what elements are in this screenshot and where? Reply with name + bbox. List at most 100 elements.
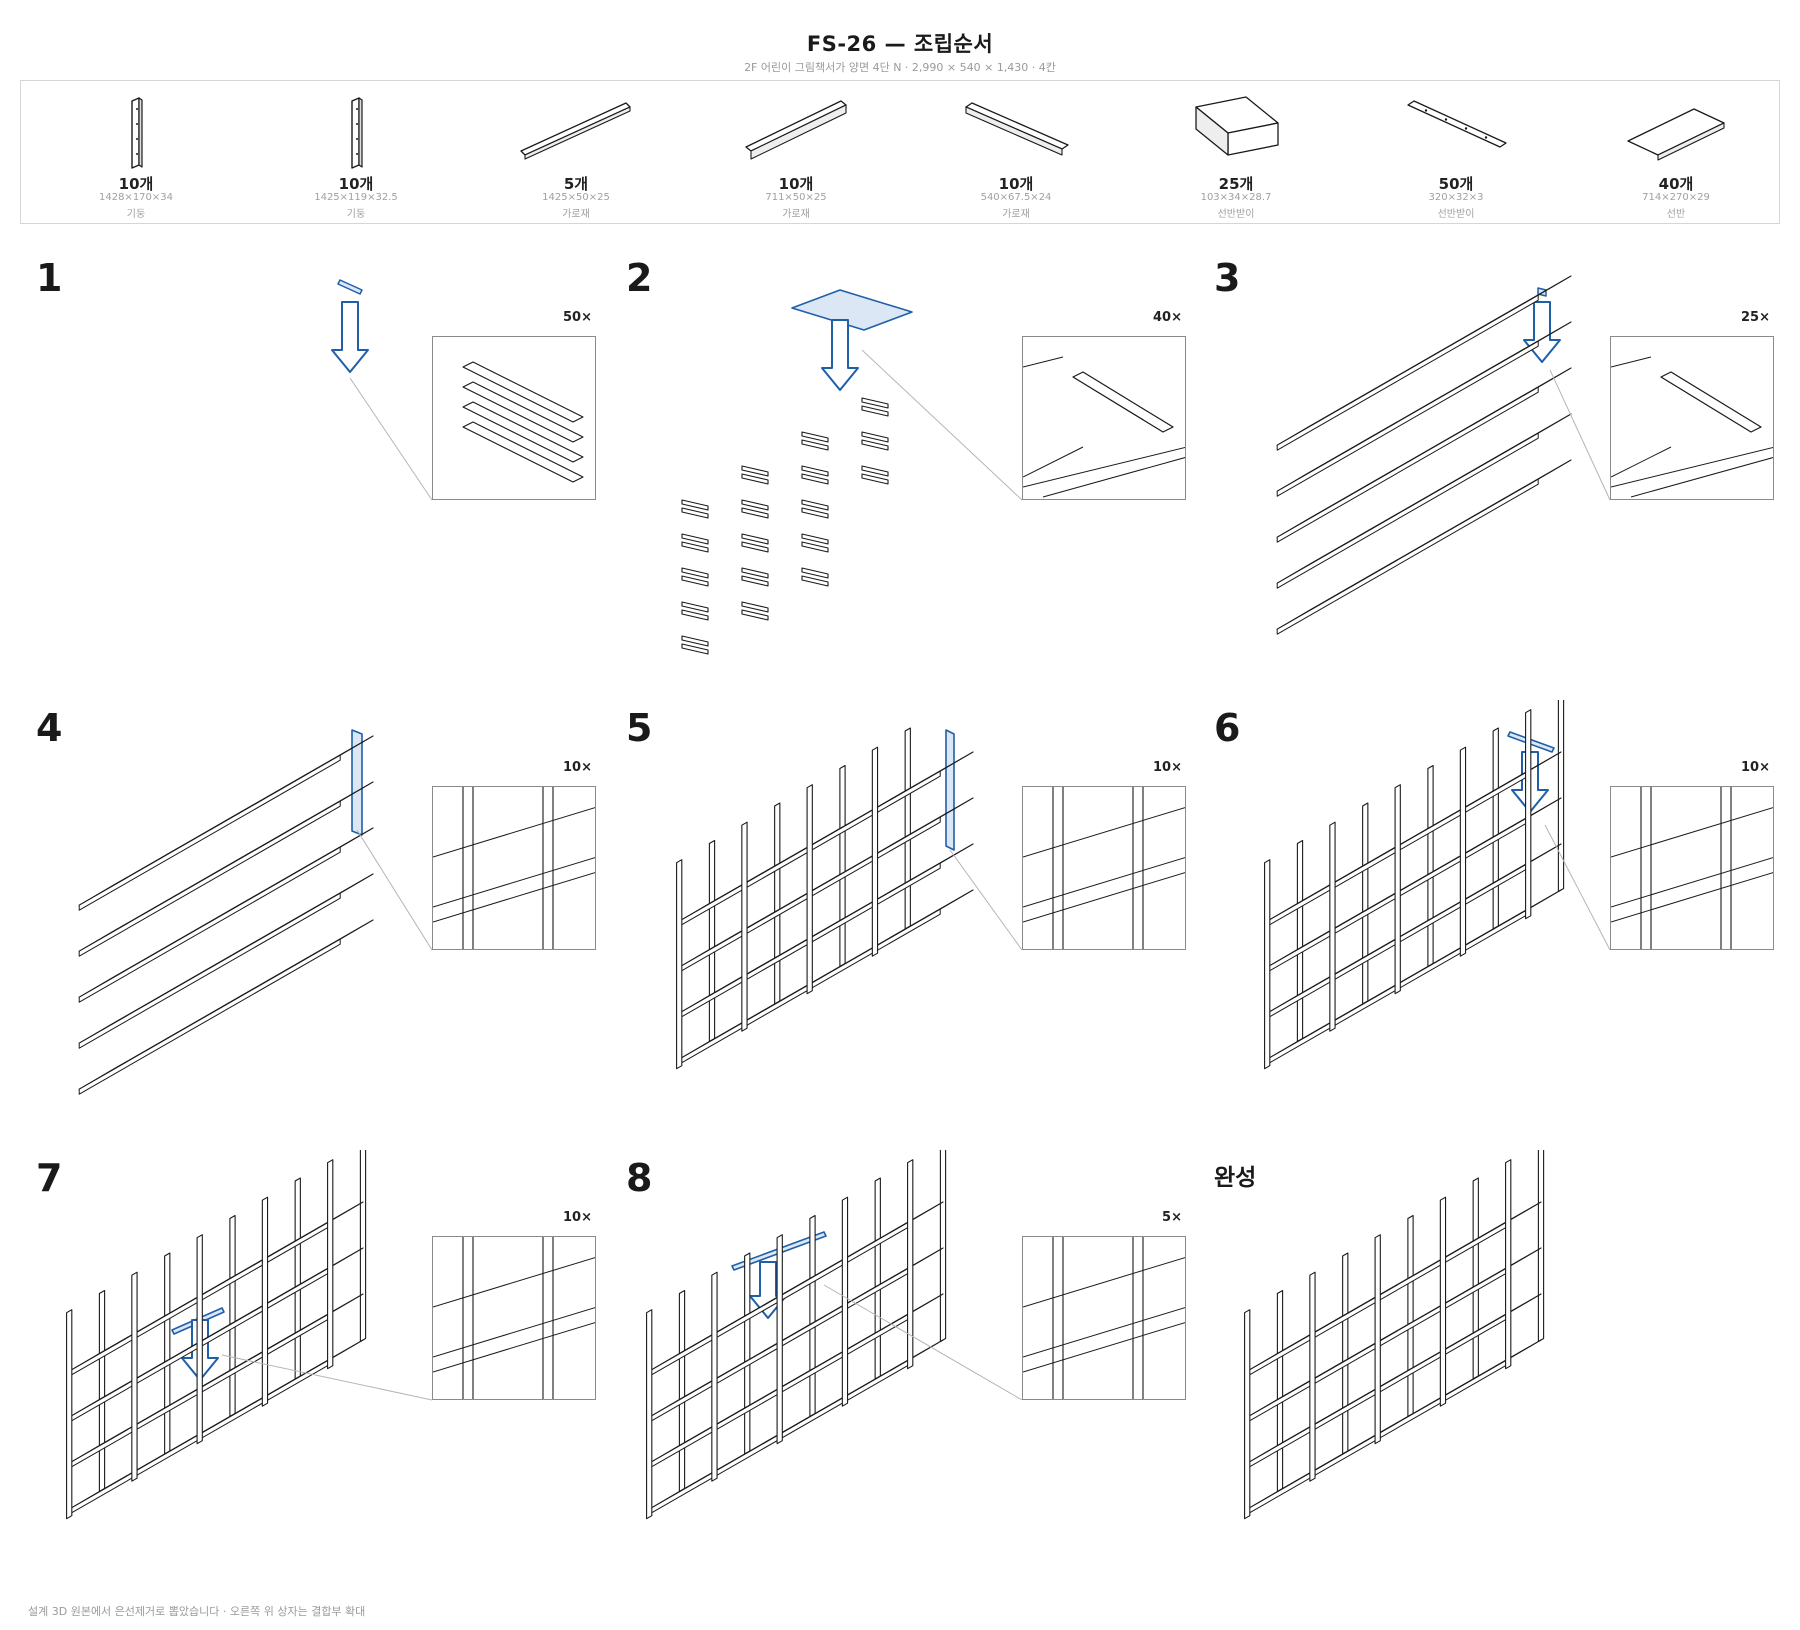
rail-side	[524, 106, 631, 160]
plate-pair	[741, 473, 769, 485]
step-number: 4	[36, 706, 63, 750]
edge	[1023, 356, 1064, 368]
front-post	[871, 746, 879, 957]
step-number: 3	[1214, 256, 1241, 300]
detail-drawing	[462, 361, 584, 483]
board-seam	[209, 856, 243, 877]
board-seam	[1472, 451, 1506, 472]
front-post	[1394, 784, 1401, 995]
board-seam	[144, 986, 178, 1007]
plate-pair	[801, 431, 829, 443]
board-seam	[1332, 956, 1366, 977]
board-seam	[844, 1239, 878, 1260]
hole	[1444, 118, 1448, 121]
board-seam	[779, 1322, 813, 1343]
edge	[433, 1322, 595, 1373]
down-arrow-icon	[331, 301, 369, 373]
board-seam	[264, 1377, 298, 1398]
board-seam	[274, 865, 308, 886]
detail-zoom-box	[432, 786, 596, 950]
detail-count: 40×	[1153, 310, 1182, 325]
assembly-drawing	[681, 289, 1023, 655]
front-post	[66, 1309, 73, 1520]
post-highlight	[945, 729, 955, 851]
board-seam	[264, 1331, 298, 1352]
front-post	[131, 1271, 138, 1482]
plate-pair	[801, 541, 829, 553]
plate-pair	[801, 473, 829, 485]
shelf-edge	[1276, 386, 1539, 543]
board-seam	[1407, 534, 1441, 555]
detail-zoom-box	[432, 336, 596, 500]
post-face	[351, 97, 360, 169]
step-number: 2	[626, 256, 653, 300]
edge	[1611, 872, 1773, 923]
back-post	[874, 1177, 881, 1380]
board-seam	[1407, 488, 1441, 509]
plate-highlight	[337, 279, 363, 295]
front-post	[841, 1196, 849, 1407]
edge	[1023, 1322, 1185, 1373]
board-seam	[1462, 927, 1496, 948]
part-qty: 10개	[778, 175, 814, 193]
plate-pair	[741, 533, 769, 545]
rail-top	[745, 100, 847, 152]
part-dims: 711×50×25	[765, 192, 827, 203]
back-post	[164, 1252, 171, 1455]
post-icon	[351, 97, 363, 169]
edge	[1630, 457, 1773, 498]
part-type: 기둥	[126, 209, 146, 220]
bracket-icon	[1195, 96, 1279, 156]
front-post	[196, 1234, 203, 1445]
board-seam	[199, 1276, 233, 1297]
final-label: 완성	[1214, 1165, 1257, 1191]
board-seam	[144, 940, 178, 961]
post-side	[138, 97, 143, 168]
rail-icon	[965, 102, 1069, 156]
board-seam	[134, 1360, 168, 1381]
back-post	[774, 802, 781, 1005]
board-seam	[1397, 826, 1431, 847]
plate	[462, 361, 584, 423]
plate-pair	[741, 601, 769, 613]
front-post	[327, 1159, 334, 1370]
plate-pair	[801, 499, 829, 511]
plate-pair	[681, 567, 709, 579]
board-seam	[1442, 1285, 1476, 1306]
front-post	[1374, 1234, 1381, 1445]
plate-pair	[681, 601, 709, 613]
page-subtitle: 2F 어린이 그림책서가 양면 4단 N · 2,990 × 540 × 1,4…	[744, 61, 1056, 74]
board-seam	[1342, 388, 1376, 409]
board-seam	[1312, 1452, 1346, 1473]
rail-icon	[745, 100, 847, 160]
board-seam	[1397, 964, 1431, 985]
board-seam	[1377, 1368, 1411, 1389]
front-post	[1309, 1271, 1316, 1482]
bracket-side	[1195, 106, 1229, 156]
plate-icon	[1407, 100, 1507, 148]
board-seam	[779, 1276, 813, 1297]
edge	[1023, 872, 1185, 923]
plate-pair	[861, 397, 889, 409]
front-post	[776, 1234, 783, 1445]
plate-pair	[741, 465, 769, 477]
plate-pair	[681, 635, 709, 647]
back-post	[678, 1289, 686, 1493]
board-seam	[134, 1452, 168, 1473]
edge	[1042, 457, 1185, 498]
board-seam	[1407, 350, 1441, 371]
part-qty: 10개	[118, 175, 154, 193]
board-seam	[744, 910, 778, 931]
board-seam	[1462, 835, 1496, 856]
edge	[1611, 446, 1773, 488]
board-seam	[1462, 881, 1496, 902]
edge	[1023, 807, 1185, 858]
part-type: 기둥	[346, 209, 366, 220]
plate-pair	[861, 439, 889, 451]
detail-drawing	[1611, 356, 1773, 498]
hole	[136, 108, 138, 110]
